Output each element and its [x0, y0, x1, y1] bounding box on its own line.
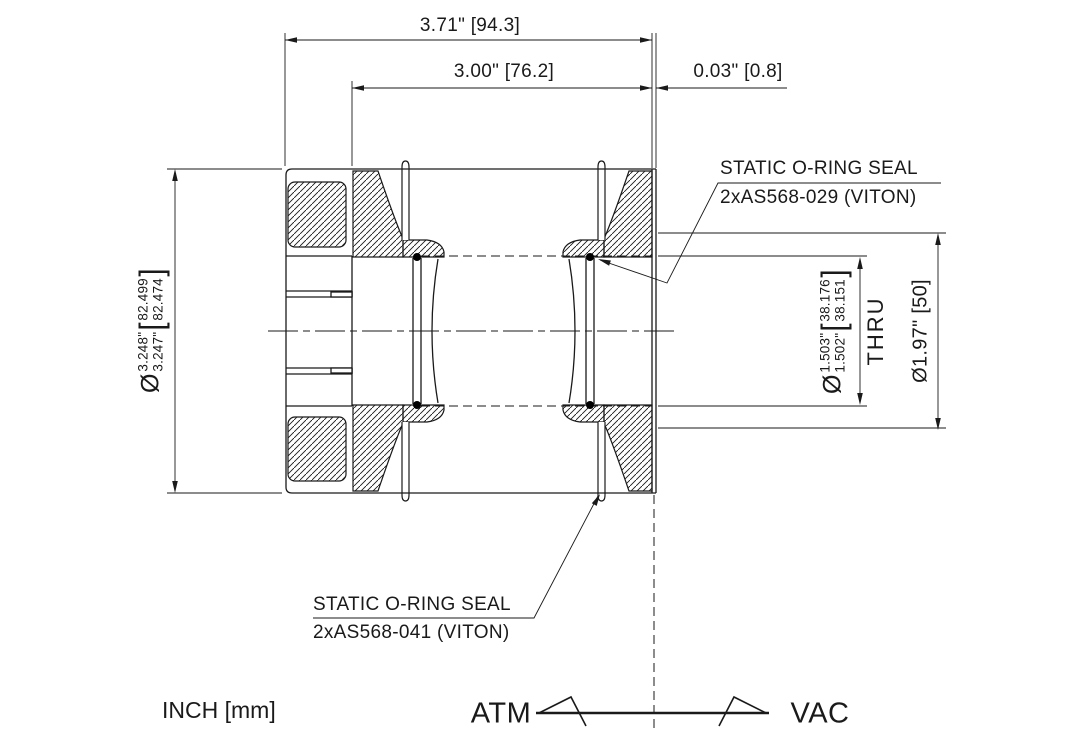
flange-left-bottom — [352, 404, 404, 492]
bore-inch-min: 1.502" — [832, 332, 847, 373]
dim-bore-diameter: Ø 1.503" 1.502" [ 38.176 38.151 ] — [814, 268, 852, 395]
weld-lips — [401, 160, 606, 502]
bore-inch-max: 1.503" — [817, 332, 833, 373]
seal-label-top-line1: STATIC O-RING SEAL — [720, 158, 918, 179]
flange-left-top — [352, 170, 404, 258]
bore-mm-stack: 38.176 38.151 — [817, 279, 847, 322]
bracket-close: ] — [132, 268, 170, 277]
atm-label: ATM — [470, 697, 532, 730]
outer-inch-min: 3.247" — [150, 331, 165, 372]
hub-right-bottom — [562, 404, 605, 423]
seal-label-top-line2: 2xAS568-029 (VITON) — [720, 187, 917, 208]
o-ring-top-left — [413, 253, 421, 261]
units-note: INCH [mm] — [162, 697, 276, 723]
hub-left-top — [402, 239, 445, 258]
seal-label-bottom-line1: STATIC O-RING SEAL — [313, 594, 511, 615]
dim-gap: 0.03" [0.8] — [693, 61, 783, 82]
section-hatched-parts — [287, 170, 653, 492]
o-ring-bottom-left — [413, 401, 421, 409]
flange-right-bottom — [603, 404, 653, 492]
outer-mm-min: 82.474 — [150, 278, 165, 321]
bracket-open: [ — [814, 323, 852, 332]
bore-mm-min: 38.151 — [832, 279, 847, 322]
bracket-close: ] — [814, 269, 852, 278]
dim-bore-thru: THRU — [863, 296, 888, 366]
flange-right-top — [603, 170, 653, 258]
outer-inch-stack: 3.248" 3.247" — [135, 331, 165, 372]
dim-overall-length: 3.71" [94.3] — [419, 15, 521, 36]
atm-arrow-icon — [538, 695, 587, 727]
dimension-arrows — [172, 37, 941, 506]
outer-mm-stack: 82.499 82.474 — [135, 278, 165, 321]
diameter-symbol: Ø — [136, 373, 165, 394]
bore-mm-max: 38.176 — [817, 279, 833, 322]
diameter-symbol: Ø — [818, 374, 847, 395]
outer-mm-max: 82.499 — [135, 278, 151, 321]
outer-inch-max: 3.248" — [135, 331, 151, 372]
hub-right-top — [562, 239, 605, 258]
nut-bottom-block — [287, 416, 347, 482]
hidden-and-center-lines — [268, 255, 677, 731]
dim-body-length: 3.00" [76.2] — [453, 61, 555, 82]
nut-top-block — [287, 181, 347, 248]
o-ring-top-right — [586, 253, 594, 261]
dim-outer-diameter: Ø 3.248" 3.247" [ 82.499 82.474 ] — [132, 267, 170, 394]
leader-bottom-seal — [313, 495, 599, 619]
vac-label: VAC — [790, 697, 850, 730]
o-rings — [413, 253, 594, 409]
bore-inch-stack: 1.503" 1.502" — [817, 332, 847, 373]
o-ring-bottom-right — [586, 401, 594, 409]
leader-top-seal — [599, 182, 941, 284]
seal-label-bottom-line2: 2xAS568-041 (VITON) — [313, 622, 510, 643]
hub-left-bottom — [402, 404, 445, 423]
vac-arrow-icon — [718, 695, 767, 727]
flow-symbols — [536, 695, 769, 727]
dim-tube-diameter: Ø1.97" [50] — [909, 279, 932, 383]
dimension-lines — [167, 33, 946, 619]
bracket-open: [ — [132, 322, 170, 331]
